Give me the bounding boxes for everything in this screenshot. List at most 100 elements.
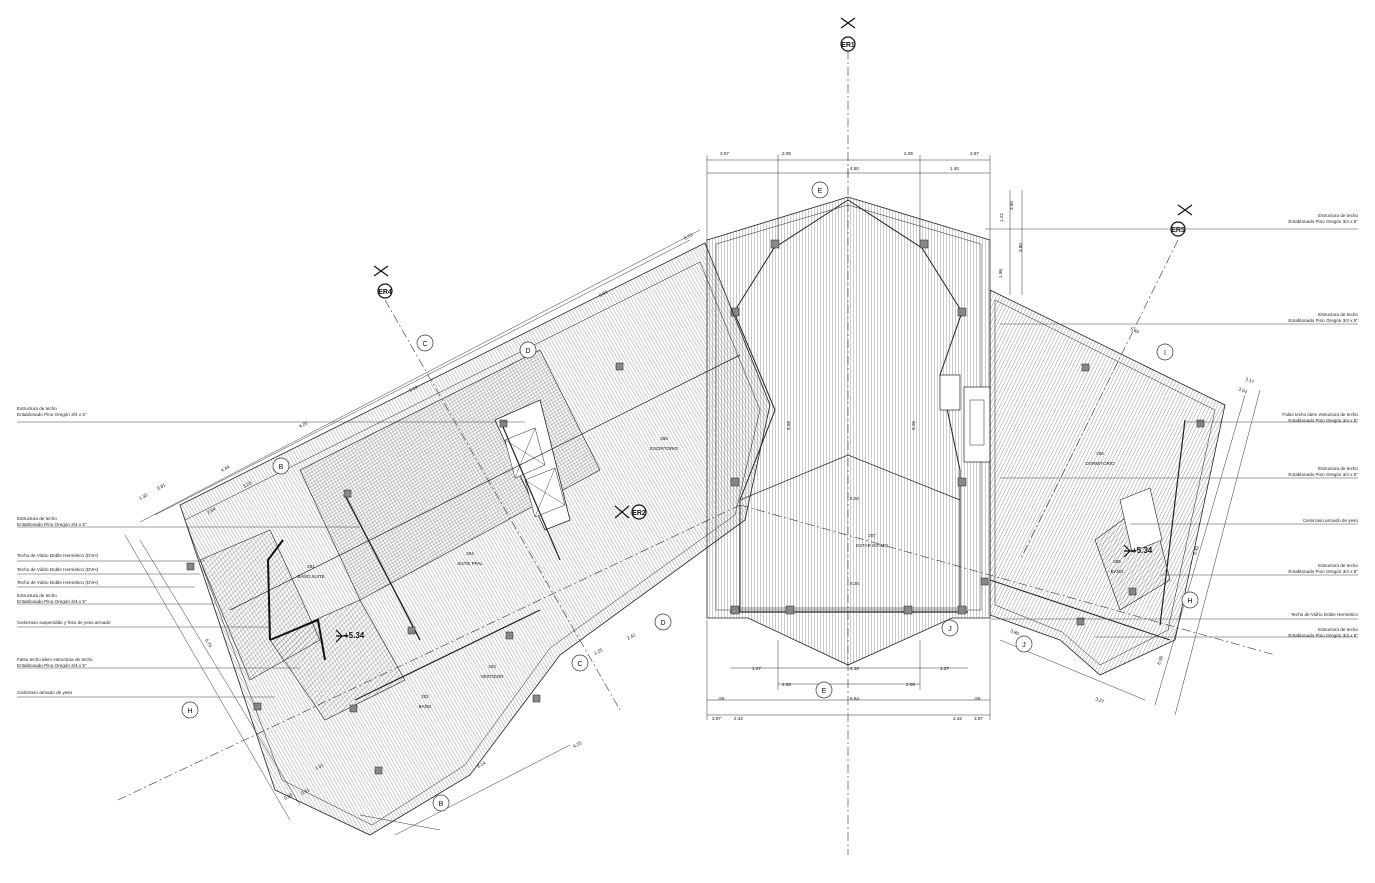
note-left-3: Techo de Vidrio Doble Hermético (DVH) — [17, 553, 99, 558]
grid-bubble-d-2: D — [654, 613, 672, 631]
svg-text:C: C — [577, 661, 582, 668]
grid-bubble-b-1: B — [272, 457, 290, 475]
dim-text: 2.05 — [782, 682, 791, 687]
svg-text:B: B — [439, 801, 444, 808]
dim-text: 8.26 — [850, 581, 859, 586]
grid-bubble-h-1: H — [181, 701, 199, 719]
grid-bubble-e-bottom: E — [815, 681, 833, 699]
dim-text: 5.76 — [204, 638, 213, 649]
dim-text: 3.04 — [1238, 386, 1249, 394]
dim-text: 5.84 — [1130, 326, 1141, 334]
leader-lines-right — [985, 228, 1358, 638]
dim-text: 6.73 — [683, 232, 694, 241]
note-left-5: Techo de Vidrio Doble Hermético (DVH) — [17, 580, 99, 585]
section-marker-er2[interactable]: ER2 — [614, 504, 647, 520]
svg-text:B: B — [279, 464, 284, 471]
grid-bubble-c-1: C — [416, 334, 434, 352]
svg-text:E: E — [822, 688, 827, 695]
room-label-206: 206 DORMITORIO — [1085, 451, 1115, 466]
svg-text:205: 205 — [1113, 559, 1121, 564]
room-label-202: 202 BAÑO — [419, 694, 432, 709]
dim-text: 0.81 — [156, 482, 167, 491]
grid-bubble-c-2: C — [571, 654, 589, 672]
room-label-208: 208 ESCRITORIO — [650, 436, 678, 451]
dim-text: 1.40 — [950, 166, 959, 171]
left-wing — [179, 242, 771, 836]
svg-text:208: 208 — [660, 436, 668, 441]
grid-bubble-h-2: H — [1181, 591, 1199, 609]
dim-text: 4.80 — [850, 166, 859, 171]
svg-text:203: 203 — [488, 664, 496, 669]
dim-text: 6.00 — [1156, 655, 1164, 666]
note-left-4: Techo de Vidrio Doble Hermético (DVH) — [17, 567, 99, 572]
dim-text: 1.35 — [138, 492, 149, 501]
dim-text: 3.00 — [1009, 201, 1014, 210]
svg-text:J: J — [1022, 642, 1026, 649]
dim-text: 3.97 — [712, 716, 721, 721]
svg-text:202: 202 — [421, 694, 429, 699]
grid-bubble-i-1: I — [1156, 343, 1174, 361]
axis-lines — [117, 50, 1276, 855]
dim-text: 6.14 — [408, 384, 419, 393]
dim-text: 3.80 — [1018, 243, 1023, 252]
section-marker-er5[interactable]: ER5 — [1170, 204, 1193, 237]
dim-text: 3.97 — [970, 151, 979, 156]
svg-text:D: D — [525, 348, 530, 355]
dim-text: 2.41 — [626, 632, 637, 641]
svg-text:E: E — [818, 188, 823, 195]
dim-text: 2.42 — [953, 716, 962, 721]
dim-text: 9.56 — [786, 421, 791, 430]
dim-text: 0.35 — [283, 792, 294, 801]
svg-text:SUITE PPAL: SUITE PPAL — [457, 561, 483, 566]
room-label-203: 203 VESTIDOR — [480, 664, 504, 679]
level-marker-left: +5.34 — [335, 629, 365, 643]
svg-text:BAÑO: BAÑO — [1111, 568, 1124, 574]
svg-text:ER2: ER2 — [632, 510, 646, 517]
dim-text: 1.01 — [314, 762, 325, 771]
svg-text:201: 201 — [307, 564, 315, 569]
grid-bubble-e-top: E — [811, 181, 829, 199]
dim-text: 0.61 — [300, 787, 311, 796]
svg-text:BAÑO SUITE: BAÑO SUITE — [297, 573, 324, 579]
room-label-201: 201 BAÑO SUITE — [297, 564, 324, 579]
dim-text: 8.14 — [476, 760, 487, 769]
dim-text: 9.26 — [911, 421, 916, 430]
dim-text: 1.25 — [593, 647, 604, 656]
dim-text: 6.42 — [1192, 545, 1200, 556]
dim-text: 3.80 — [1010, 628, 1021, 636]
svg-text:C: C — [422, 341, 427, 348]
dim-text: 1.22 — [999, 213, 1004, 222]
dimension-lines — [124, 155, 1261, 836]
grid-bubble-d-1: D — [519, 341, 537, 359]
room-label-205: 205 BAÑO — [1111, 559, 1124, 574]
svg-text:+5.34: +5.34 — [344, 631, 365, 640]
right-wing — [980, 289, 1226, 676]
room-label-204: 204 SUITE PPAL — [457, 551, 483, 566]
svg-text:I: I — [1164, 350, 1166, 357]
svg-text:204: 204 — [466, 551, 474, 556]
dim-text: 6.61 — [598, 289, 609, 298]
dim-text: 2.64 — [206, 506, 217, 515]
leader-lines-left — [17, 421, 525, 698]
dim-text: 4.25 — [572, 740, 583, 749]
svg-text:H: H — [1187, 598, 1192, 605]
svg-text:BAÑO: BAÑO — [419, 703, 432, 709]
svg-text:207: 207 — [868, 533, 876, 538]
dim-text: 6.04 — [850, 496, 859, 501]
dim-text: 3.23 — [242, 480, 253, 489]
dim-text: 2.05 — [906, 682, 915, 687]
center-wing — [706, 196, 991, 666]
section-marker-er1[interactable]: ER1 — [840, 17, 856, 52]
svg-text:ER1: ER1 — [841, 42, 855, 49]
dim-text: 2.05 — [904, 151, 913, 156]
section-marker-er4[interactable]: ER4 — [373, 265, 393, 299]
